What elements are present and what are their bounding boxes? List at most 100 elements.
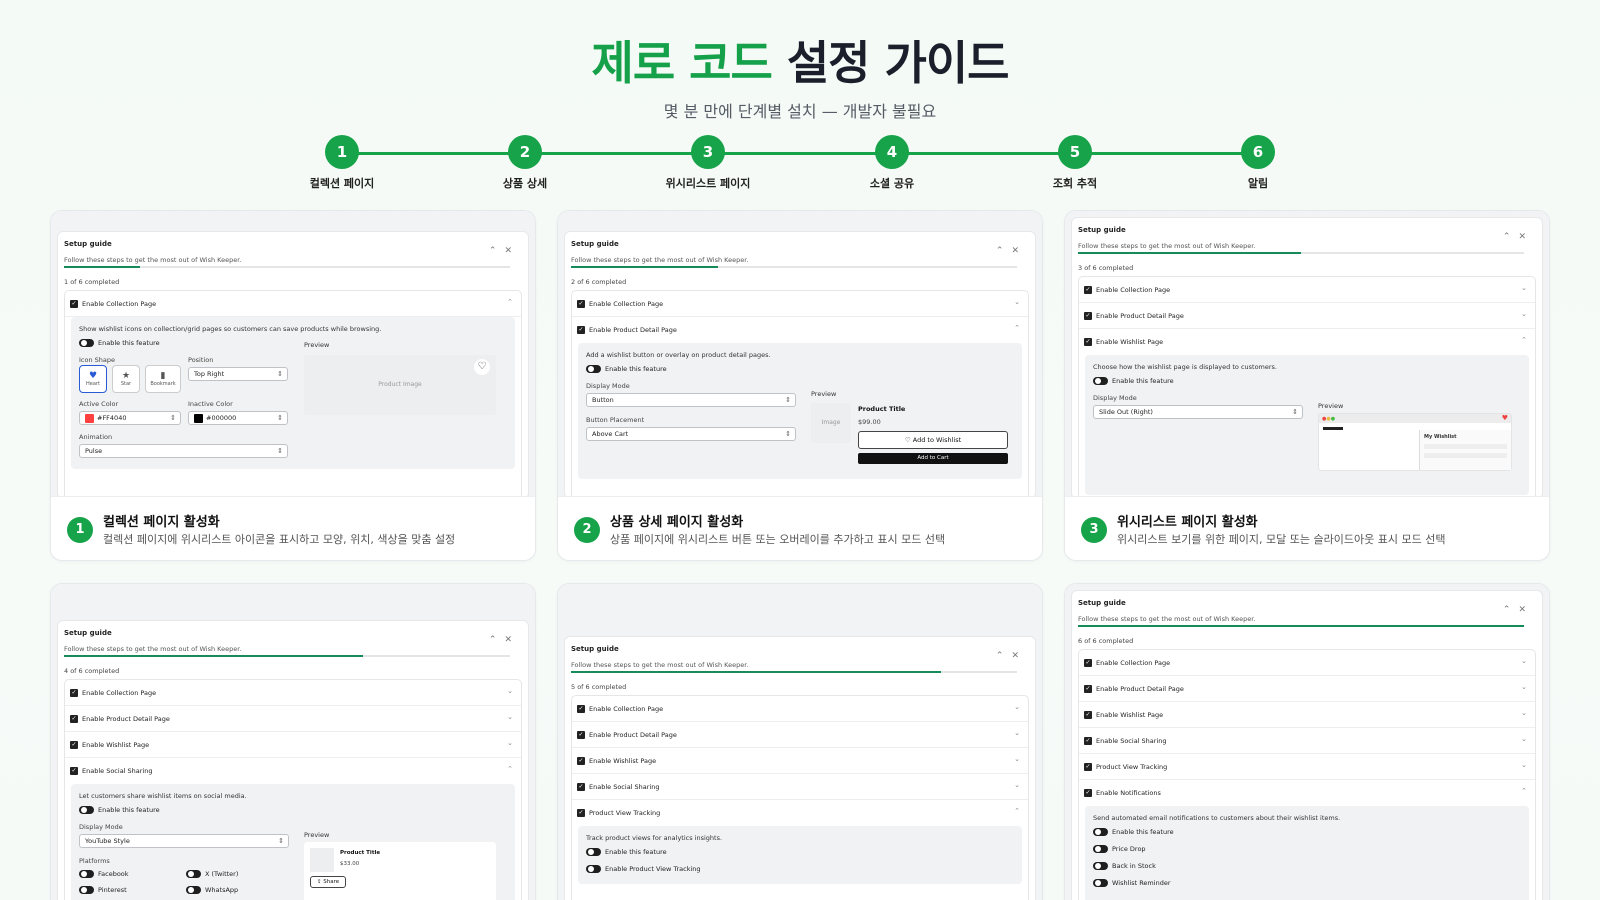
step-item-collection[interactable]: ✓Enable Collection Page⌄ (65, 680, 521, 706)
checkbox-checked-icon[interactable]: ✓ (1084, 338, 1092, 346)
toggle-switch[interactable] (1093, 845, 1108, 853)
chevron-down-icon[interactable]: ⌄ (1521, 761, 1527, 769)
chevron-up-icon[interactable]: ⌃ (1521, 787, 1527, 795)
toggle-switch[interactable] (586, 865, 601, 873)
collapse-icon[interactable]: ⌃ (1502, 605, 1519, 615)
step-item-wishlist[interactable]: ✓Enable Wishlist Page⌄ (572, 748, 1028, 774)
collapse-icon[interactable]: ⌃ (488, 246, 505, 256)
step-item-wishlist[interactable]: ✓Enable Wishlist Page⌄ (65, 732, 521, 758)
inactive-color-field[interactable]: #000000 (188, 411, 288, 425)
chevron-up-icon[interactable]: ⌃ (507, 765, 513, 773)
close-icon[interactable]: ✕ (504, 635, 520, 645)
back-in-stock-toggle[interactable]: Back in Stock (1093, 862, 1156, 870)
step-item-wishlist[interactable]: ✓Enable Wishlist Page⌃ (1079, 329, 1535, 355)
price-drop-toggle[interactable]: Price Drop (1093, 845, 1146, 853)
checkbox-checked-icon[interactable]: ✓ (577, 783, 585, 791)
display-mode-select[interactable]: YouTube Style (79, 834, 289, 848)
animation-select[interactable]: Pulse (79, 444, 288, 458)
chevron-down-icon[interactable]: ⌄ (1521, 284, 1527, 292)
toggle-switch[interactable] (186, 886, 201, 894)
share-button[interactable]: ⇪ Share (310, 876, 346, 888)
toggle-switch[interactable] (79, 886, 94, 894)
step-item-tracking[interactable]: ✓Product View Tracking⌃ (572, 800, 1028, 826)
shape-heart-button[interactable]: ♥Heart (79, 365, 107, 393)
step-item-collection[interactable]: ✓Enable Collection Page⌄ (572, 291, 1028, 317)
chevron-down-icon[interactable]: ⌄ (1521, 657, 1527, 665)
enable-toggle[interactable]: Enable this feature (1093, 828, 1174, 836)
step-item-product-detail[interactable]: ✓Enable Product Detail Page⌄ (65, 706, 521, 732)
collapse-icon[interactable]: ⌃ (1502, 232, 1519, 242)
chevron-down-icon[interactable]: ⌄ (507, 687, 513, 695)
toggle-switch[interactable] (79, 339, 94, 347)
chevron-down-icon[interactable]: ⌄ (1014, 755, 1020, 763)
display-mode-select[interactable]: Slide Out (Right) (1093, 405, 1303, 419)
display-mode-select[interactable]: Button (586, 393, 796, 407)
step-item-product-detail[interactable]: ✓Enable Product Detail Page⌄ (1079, 676, 1535, 702)
chevron-up-icon[interactable]: ⌃ (1014, 807, 1020, 815)
checkbox-checked-icon[interactable]: ✓ (577, 757, 585, 765)
chevron-down-icon[interactable]: ⌄ (1521, 735, 1527, 743)
chevron-down-icon[interactable]: ⌄ (507, 739, 513, 747)
chevron-down-icon[interactable]: ⌄ (1014, 298, 1020, 306)
step-item-wishlist[interactable]: ✓Enable Wishlist Page⌄ (1079, 702, 1535, 728)
toggle-switch[interactable] (586, 848, 601, 856)
toggle-switch[interactable] (1093, 879, 1108, 887)
placement-select[interactable]: Above Cart (586, 427, 796, 441)
step-item-social[interactable]: ✓Enable Social Sharing⌄ (1079, 728, 1535, 754)
checkbox-checked-icon[interactable]: ✓ (577, 731, 585, 739)
checkbox-checked-icon[interactable]: ✓ (70, 689, 78, 697)
step-item-collection[interactable]: ✓Enable Collection Page⌄ (1079, 277, 1535, 303)
chevron-down-icon[interactable]: ⌄ (1521, 310, 1527, 318)
position-select[interactable]: Top Right (188, 367, 288, 381)
enable-toggle[interactable]: Enable this feature (1093, 377, 1174, 385)
enable-toggle[interactable]: Enable this feature (79, 806, 160, 814)
checkbox-checked-icon[interactable]: ✓ (577, 809, 585, 817)
collapse-icon[interactable]: ⌃ (488, 635, 505, 645)
chevron-up-icon[interactable]: ⌃ (1014, 324, 1020, 332)
shape-bookmark-button[interactable]: ▮Bookmark (145, 365, 181, 393)
chevron-down-icon[interactable]: ⌄ (1014, 729, 1020, 737)
toggle-switch[interactable] (1093, 862, 1108, 870)
checkbox-checked-icon[interactable]: ✓ (1084, 737, 1092, 745)
facebook-toggle[interactable]: Facebook (79, 870, 129, 878)
toggle-switch[interactable] (186, 870, 201, 878)
step-item-tracking[interactable]: ✓Product View Tracking⌄ (1079, 754, 1535, 780)
checkbox-checked-icon[interactable]: ✓ (577, 300, 585, 308)
checkbox-checked-icon[interactable]: ✓ (1084, 312, 1092, 320)
toggle-switch[interactable] (1093, 828, 1108, 836)
shape-star-button[interactable]: ★Star (112, 365, 140, 393)
chevron-down-icon[interactable]: ⌄ (1521, 709, 1527, 717)
add-to-wishlist-button[interactable]: ♡ Add to Wishlist (858, 431, 1008, 449)
close-icon[interactable]: ✕ (1518, 232, 1534, 242)
pinterest-toggle[interactable]: Pinterest (79, 886, 127, 894)
toggle-switch[interactable] (79, 806, 94, 814)
close-icon[interactable]: ✕ (1518, 605, 1534, 615)
checkbox-checked-icon[interactable]: ✓ (1084, 711, 1092, 719)
checkbox-checked-icon[interactable]: ✓ (577, 705, 585, 713)
enable-toggle[interactable]: Enable this feature (586, 848, 667, 856)
chevron-down-icon[interactable]: ⌄ (1521, 683, 1527, 691)
checkbox-checked-icon[interactable]: ✓ (577, 326, 585, 334)
enable-toggle[interactable]: Enable this feature (79, 339, 160, 347)
step-item-collection[interactable]: ✓Enable Collection Page⌄ (572, 696, 1028, 722)
close-icon[interactable]: ✕ (504, 246, 520, 256)
step-item-notifications[interactable]: ✓Enable Notifications⌃ (1079, 780, 1535, 806)
active-color-field[interactable]: #FF4040 (79, 411, 181, 425)
checkbox-checked-icon[interactable]: ✓ (1084, 286, 1092, 294)
chevron-down-icon[interactable]: ⌄ (507, 713, 513, 721)
chevron-up-icon[interactable]: ⌃ (1521, 336, 1527, 344)
checkbox-checked-icon[interactable]: ✓ (1084, 659, 1092, 667)
checkbox-checked-icon[interactable]: ✓ (70, 767, 78, 775)
chevron-up-icon[interactable]: ⌃ (507, 298, 513, 306)
toggle-switch[interactable] (586, 365, 601, 373)
twitter-toggle[interactable]: X (Twitter) (186, 870, 238, 878)
checkbox-checked-icon[interactable]: ✓ (1084, 685, 1092, 693)
whatsapp-toggle[interactable]: WhatsApp (186, 886, 238, 894)
collapse-icon[interactable]: ⌃ (995, 651, 1012, 661)
checkbox-checked-icon[interactable]: ✓ (1084, 789, 1092, 797)
step-item-social[interactable]: ✓Enable Social Sharing⌄ (572, 774, 1028, 800)
